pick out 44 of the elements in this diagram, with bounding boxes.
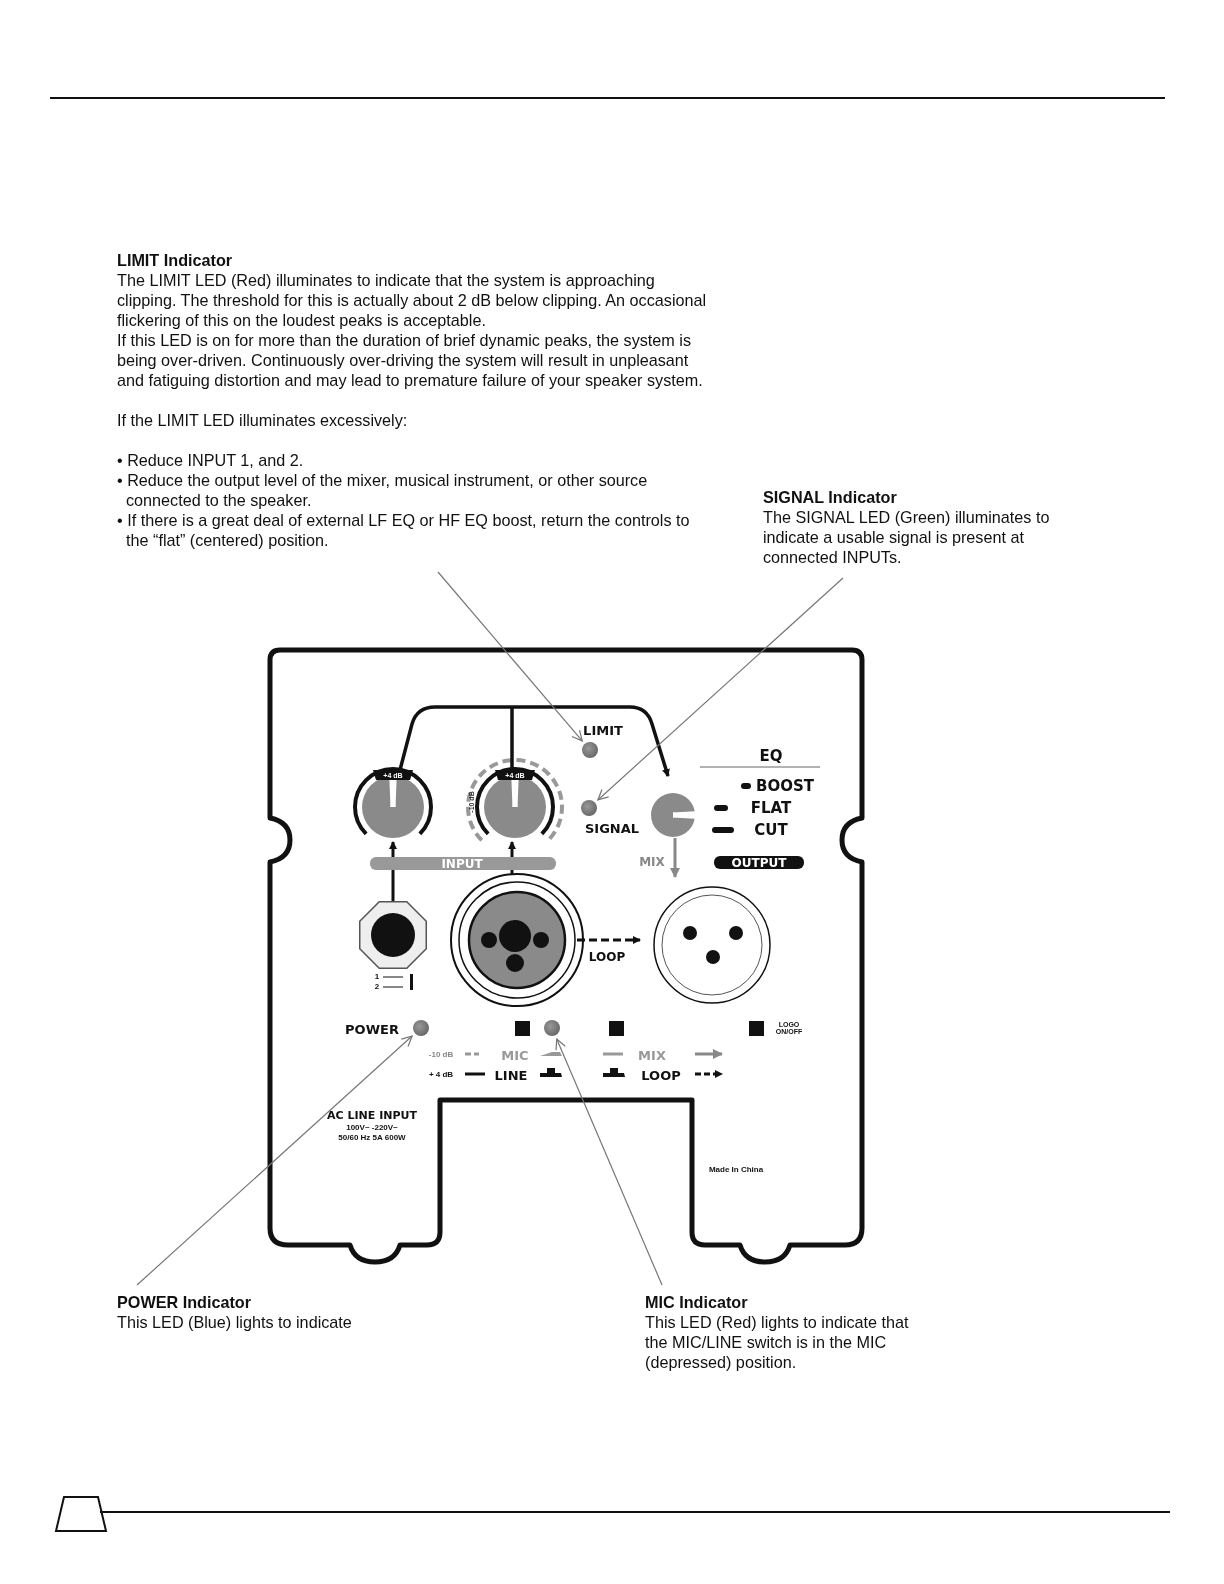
callout-text: If this LED is on for more than the duration of brief dynamic peaks, the system is being over-driven. Continuously over-driving the system will result in unpleasant and fatiguing distortion and may lead to premature failure of your speaker system. — [117, 330, 704, 390]
switch-position-label: MIC — [501, 1048, 529, 1062]
bullet-item: • Reduce INPUT 1, and 2. — [117, 450, 305, 470]
switch-position-label: BOOST — [756, 778, 814, 794]
level-marking: -10 dB — [428, 1051, 454, 1059]
led-indicator — [413, 1020, 429, 1036]
callout-heading: SIGNAL Indicator — [763, 487, 898, 507]
led-label: POWER — [345, 1022, 399, 1036]
port-number: 2 — [374, 983, 380, 991]
leader-line — [437, 571, 583, 742]
callout-heading: POWER Indicator — [117, 1292, 252, 1312]
callout-text: This LED (Blue) lights to indicate — [117, 1312, 353, 1332]
panel-label: OUTPUT — [731, 857, 787, 869]
switch-position-label: FLAT — [750, 800, 792, 816]
callout-text: The LIMIT LED (Red) illuminates to indicate that the system is approaching clipping. The threshold for this is actually about 2 dB below clipping. An occasional flickering of this on the loudest peaks is acceptable. — [117, 270, 708, 330]
panel-label: AC LINE INPUT — [327, 1109, 417, 1121]
panel-label: Made In China — [708, 1166, 764, 1174]
level-marking: + 4 dB — [428, 1071, 454, 1079]
led-indicator — [544, 1020, 560, 1036]
switch-position-label: LINE — [494, 1068, 528, 1082]
rating-text: 50/60 Hz 5A 600W — [338, 1134, 406, 1142]
callout-text: This LED (Red) lights to indicate that the MIC/LINE switch is in the MIC (depressed) position. — [645, 1312, 910, 1372]
leader-line — [555, 1038, 663, 1286]
switch-position-label: MIX — [638, 1048, 666, 1062]
led-indicator — [582, 742, 598, 758]
led-label: LIMIT — [583, 723, 623, 737]
callout-heading: MIC Indicator — [645, 1292, 749, 1312]
bullet-item: • Reduce the output level of the mixer, musical instrument, or other source connected to the speaker. — [117, 470, 649, 510]
callout-text: The SIGNAL LED (Green) illuminates to indicate a usable signal is present at connected INPUTs. — [763, 507, 1051, 567]
led-label: SIGNAL — [584, 821, 640, 835]
leader-line — [136, 1035, 413, 1286]
led-indicator — [581, 800, 597, 816]
panel-label: MIX — [639, 856, 665, 868]
panel-label: LOOP — [588, 951, 626, 963]
switch-position-label: CUT — [754, 822, 788, 838]
port-number: 1 — [374, 973, 380, 981]
panel-heading: EQ — [759, 748, 783, 764]
switch-position-label: LOOP — [641, 1068, 681, 1082]
leader-line — [597, 577, 844, 801]
bullet-item: • If there is a great deal of external LF EQ or HF EQ boost, return the controls to the “flat” (centered) position. — [117, 510, 691, 550]
rating-text: 100V~ -220V~ — [346, 1124, 398, 1132]
panel-label: INPUT — [441, 858, 483, 870]
callout-text: If the LIMIT LED illuminates excessively: — [117, 410, 409, 430]
callout-heading: LIMIT Indicator — [117, 250, 234, 270]
